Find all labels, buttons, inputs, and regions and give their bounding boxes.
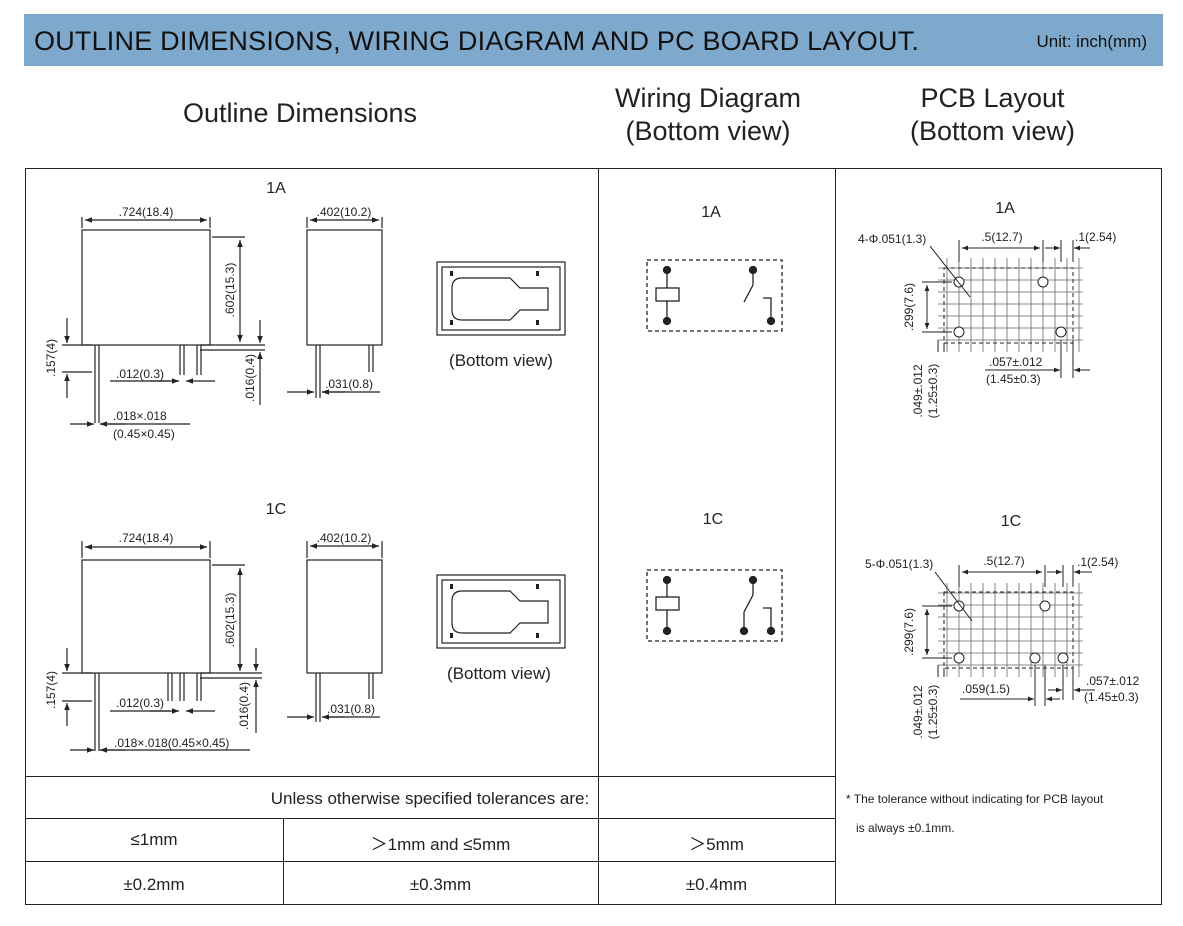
outline-1a-bottom-view: (Bottom view) — [449, 351, 553, 370]
outline-1c-pin-height: .157(4) — [44, 671, 58, 709]
tolerance-value-2: ±0.3mm — [409, 875, 472, 894]
outline-1a-pin-height: .157(4) — [44, 339, 58, 377]
pcb-1a-outline — [943, 267, 1074, 344]
outline-1a-label: 1A — [266, 180, 286, 197]
relay-1c-bottom-outer — [436, 574, 566, 649]
pcb-1a-hole — [1037, 276, 1049, 288]
relay-1a-bottom-inner — [441, 266, 561, 331]
pcb-1c-layout: 1C 5-Φ.051(1.3) .5(12.7) .1(2.54) .299(7… — [865, 513, 1140, 739]
header-banner: OUTLINE DIMENSIONS, WIRING DIAGRAM AND P… — [24, 14, 1163, 66]
outline-1c-pin-side: .031(0.8) — [327, 702, 375, 716]
pcb-heading-line1: PCB Layout — [920, 83, 1065, 113]
unit-label: Unit: inch(mm) — [1036, 32, 1147, 51]
wiring-heading-line2: (Bottom view) — [625, 116, 791, 146]
pcb-1c-offset-2: (1.45±0.3) — [1084, 690, 1139, 704]
outline-1c-width: .724(18.4) — [119, 531, 174, 545]
outline-1c-label: 1C — [266, 501, 286, 518]
pcb-1c-hole — [1039, 600, 1051, 612]
pcb-note-line1: * The tolerance without indicating for P… — [846, 792, 1104, 806]
page-title: OUTLINE DIMENSIONS, WIRING DIAGRAM AND P… — [34, 26, 920, 56]
pcb-1c-pitch: .5(12.7) — [983, 554, 1024, 568]
relay-1a-bottom-contour — [451, 277, 549, 321]
outline-1c-side-width: .402(10.2) — [317, 531, 372, 545]
outline-1a-pin-gap: .012(0.3) — [116, 367, 164, 381]
outline-1c-section: .018×.018(0.45×0.45) — [114, 736, 229, 750]
pcb-1a-side-2: (1.25±0.3) — [926, 364, 940, 419]
relay-1c-side-body — [306, 559, 383, 674]
wiring-1c-label: 1C — [703, 511, 723, 528]
outline-1a-section-1: .018×.018 — [113, 409, 167, 423]
wiring-1a-coil — [655, 287, 680, 302]
outline-1c-bottom-view: (Bottom view) — [447, 664, 551, 683]
tolerance-value-1: ±0.2mm — [123, 875, 185, 894]
pcb-1c-hole — [1057, 652, 1069, 664]
outline-1c-pin-gap: .012(0.3) — [116, 696, 164, 710]
divider-tolerance-heading — [25, 818, 835, 819]
pcb-note-line2: is always ±0.1mm. — [856, 821, 955, 835]
wiring-1c-coil — [655, 596, 680, 611]
wiring-1a-frame — [646, 259, 783, 332]
relay-1a-bottom-outer — [436, 261, 566, 336]
pcb-1c-side-2: (1.25±0.3) — [926, 685, 940, 740]
pcb-1a-hole — [953, 326, 965, 338]
relay-1c-bottom-contour — [451, 590, 549, 634]
pcb-1c-holes: 5-Φ.051(1.3) — [865, 557, 933, 571]
tolerance-range-1: ≤1mm — [130, 830, 178, 849]
divider-outline-wiring — [598, 168, 599, 905]
pcb-heading: PCB Layout (Bottom view) — [860, 82, 1125, 148]
relay-1a-front-body — [81, 229, 211, 346]
wiring-heading: Wiring Diagram (Bottom view) — [598, 82, 818, 148]
pcb-1c-vertical: .299(7.6) — [902, 608, 916, 656]
outline-1c-height: .602(15.3) — [223, 593, 237, 648]
outline-1a-pin-side: .031(0.8) — [325, 377, 373, 391]
outline-1a-height: .602(15.3) — [223, 263, 237, 318]
outline-1c-pin-thick: .016(0.4) — [237, 682, 251, 730]
pcb-1c-outline — [943, 591, 1074, 669]
tolerance-range-2: ＞1mm and ≤5mm — [370, 835, 511, 854]
wiring-1a-diagram: 1A — [646, 204, 783, 332]
pcb-1c-hole — [1029, 652, 1041, 664]
pcb-1a-holes: 4-Φ.051(1.3) — [858, 232, 926, 246]
outline-1a-side-width: .402(10.2) — [317, 205, 372, 219]
outline-1a-drawing: 1A .724(18.4) .602(15.3) .016(0.4) .157(… — [44, 180, 566, 441]
spec-table — [25, 168, 1162, 905]
outline-heading: Outline Dimensions — [182, 98, 418, 128]
wiring-heading-line1: Wiring Diagram — [614, 83, 802, 113]
outline-1a-width: .724(18.4) — [119, 205, 174, 219]
pcb-1a-vertical: .299(7.6) — [902, 283, 916, 331]
pcb-1a-label: 1A — [995, 200, 1015, 217]
tolerance-range-3: ＞5mm — [689, 835, 744, 854]
outline-1c-drawing: 1C .724(18.4) .602(15.3) .016(0.4) .157(… — [44, 501, 566, 753]
outline-1a-section-2: (0.45×0.45) — [113, 427, 175, 441]
pcb-1c-label: 1C — [1001, 513, 1021, 530]
pcb-1c-hole — [953, 652, 965, 664]
divider-tolerance-row — [25, 861, 835, 862]
pcb-1c-side-1: .049±.012 — [911, 685, 925, 739]
pcb-1a-grid: .1(2.54) — [1075, 230, 1116, 244]
relay-1a-side-body — [306, 229, 383, 346]
tolerance-value-3: ±0.4mm — [685, 875, 748, 894]
divider-wiring-pcb — [835, 168, 836, 905]
pcb-1a-hole — [1055, 326, 1067, 338]
pcb-1a-offset-1: .057±.012 — [989, 355, 1043, 369]
relay-1c-front-body — [81, 559, 211, 674]
wiring-1c-diagram: 1C — [646, 511, 783, 642]
wiring-1c-frame — [646, 569, 783, 642]
pcb-1c-hole — [953, 600, 965, 612]
pcb-1a-side-1: .049±.012 — [911, 364, 925, 418]
pcb-1c-mid: .059(1.5) — [962, 682, 1010, 696]
pcb-1a-pitch: .5(12.7) — [981, 230, 1022, 244]
wiring-1a-label: 1A — [701, 204, 721, 221]
pcb-1c-grid: .1(2.54) — [1077, 555, 1118, 569]
relay-1c-bottom-inner — [441, 579, 561, 644]
pcb-1c-offset-1: .057±.012 — [1086, 674, 1140, 688]
divider-tolerance-top — [25, 776, 835, 777]
outline-1a-pin-thick: .016(0.4) — [243, 354, 257, 402]
pcb-heading-line2: (Bottom view) — [909, 116, 1076, 146]
pcb-1a-offset-2: (1.45±0.3) — [986, 372, 1041, 386]
tolerance-heading: Unless otherwise specified tolerances ar… — [270, 789, 590, 808]
pcb-1a-layout: 1A 4-Φ.051(1.3) .5(12.7) .1(2.54) .299(7… — [858, 200, 1116, 418]
